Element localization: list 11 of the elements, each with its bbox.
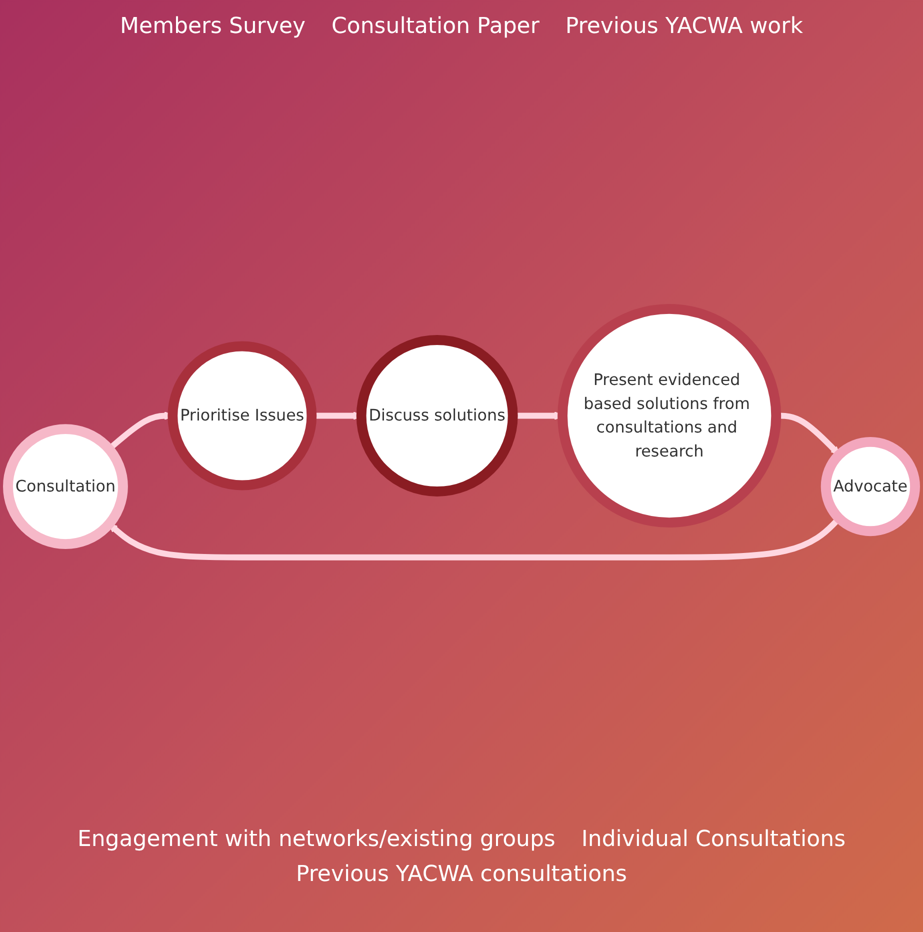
ring-label: Individual Consultations xyxy=(581,827,846,852)
ring-label: Engagement with networks/existing groups xyxy=(77,827,556,852)
node-circle: Consultation xyxy=(3,424,128,549)
node-circle: Discuss solutions xyxy=(356,334,518,496)
ring-label: Consultation Paper xyxy=(332,14,540,39)
node-circle: Advocate xyxy=(820,436,920,536)
ring-label: Previous YACWA consultations xyxy=(296,862,628,887)
ring-label: Members Survey xyxy=(120,14,306,39)
node-circle: Prioritise Issues xyxy=(168,341,317,490)
ring-label: Previous YACWA work xyxy=(565,14,803,39)
node-circle: Present evidenced based solutions from consultations and research xyxy=(558,304,782,528)
